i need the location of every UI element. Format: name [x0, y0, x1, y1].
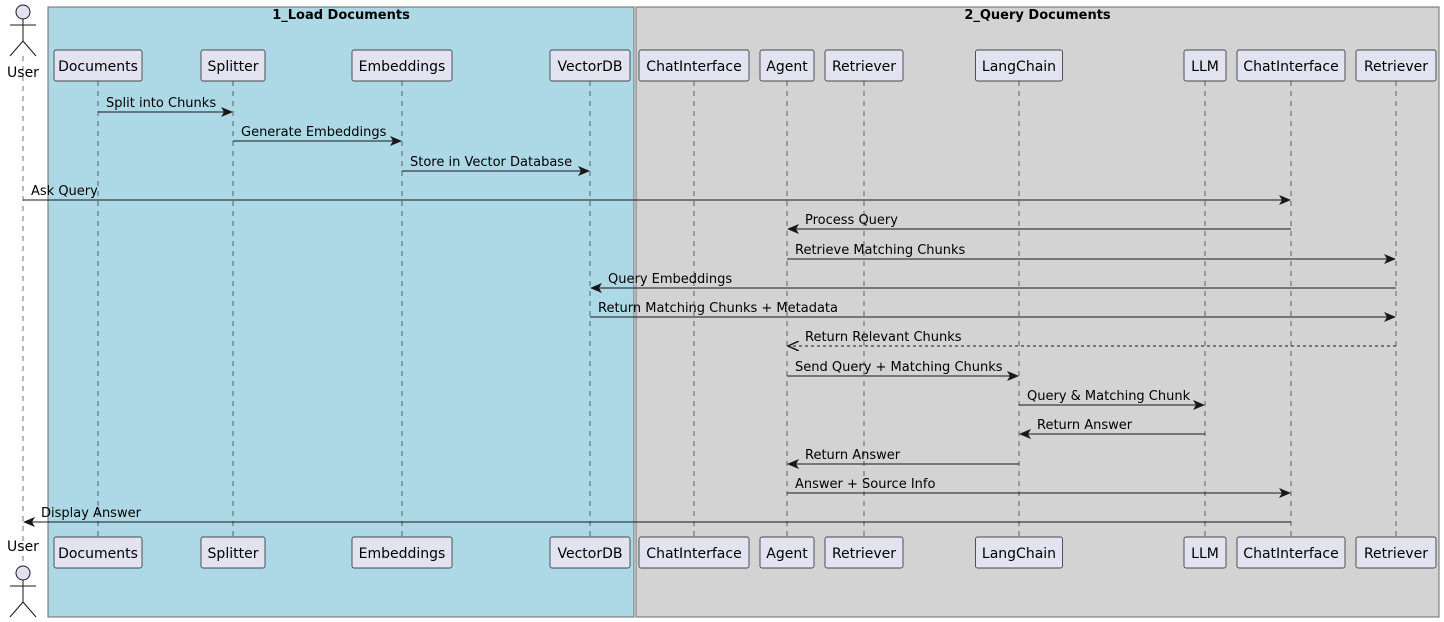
participant-chatinterface2-bottom [1236, 536, 1346, 569]
box-load [47, 6, 635, 618]
participant-label-langchain-bottom: LangChain [982, 546, 1056, 562]
message-label: Display Answer [41, 506, 142, 521]
participant-llm-bottom [1183, 536, 1227, 569]
participant-embeddings-top [351, 49, 453, 82]
message-label: Return Relevant Chunks [805, 330, 962, 345]
participant-label-documents-top: Documents [58, 59, 138, 75]
participant-retriever2-bottom [1355, 536, 1437, 569]
participant-label-chatinterface1-top: ChatInterface [646, 59, 741, 75]
participant-label-embeddings-bottom: Embeddings [359, 546, 446, 562]
participant-label-retriever1-top: Retriever [832, 59, 896, 75]
participant-label-retriever2-top: Retriever [1364, 59, 1428, 75]
message-label: Store in Vector Database [410, 155, 572, 170]
participant-label-splitter-top: Splitter [208, 59, 259, 75]
message-label: Query & Matching Chunk [1027, 389, 1191, 404]
participant-label-langchain-top: LangChain [982, 59, 1056, 75]
participant-langchain-top [975, 49, 1063, 82]
participant-label-agent-top: Agent [766, 59, 808, 75]
participant-vectordb-top [549, 49, 631, 82]
message-label: Generate Embeddings [241, 125, 387, 140]
participant-label-vectordb-top: VectorDB [558, 59, 623, 75]
participant-splitter-bottom [200, 536, 266, 569]
actor-user-figure-top [9, 4, 37, 57]
participant-label-llm-bottom: LLM [1191, 546, 1219, 562]
participant-agent-top [759, 49, 815, 82]
participant-documents-top [53, 49, 143, 82]
participant-label-chatinterface2-bottom: ChatInterface [1243, 546, 1338, 562]
participant-label-chatinterface1-bottom: ChatInterface [646, 546, 741, 562]
message-label: Return Matching Chunks + Metadata [598, 301, 838, 316]
participant-label-vectordb-bottom: VectorDB [558, 546, 623, 562]
participant-label-documents-bottom: Documents [58, 546, 138, 562]
participant-label-llm-top: LLM [1191, 59, 1219, 75]
message-label: Retrieve Matching Chunks [795, 243, 966, 258]
participant-langchain-bottom [975, 536, 1063, 569]
box-title-load: 1_Load Documents [272, 8, 410, 23]
participant-llm-top [1183, 49, 1227, 82]
participant-label-embeddings-top: Embeddings [359, 59, 446, 75]
participant-agent-bottom [759, 536, 815, 569]
message-label: Split into Chunks [106, 96, 216, 111]
message-label: Process Query [805, 213, 898, 228]
message-label: Query Embeddings [608, 272, 732, 287]
box-query [635, 6, 1440, 618]
participant-retriever1-top [824, 49, 904, 82]
participant-chatinterface2-top [1236, 49, 1346, 82]
participant-label-retriever1-bottom: Retriever [832, 546, 896, 562]
participant-vectordb-bottom [549, 536, 631, 569]
participant-chatinterface1-bottom [638, 536, 750, 569]
participant-label-chatinterface2-top: ChatInterface [1243, 59, 1338, 75]
participant-label-agent-bottom: Agent [766, 546, 808, 562]
message-label: Send Query + Matching Chunks [795, 360, 1003, 375]
participant-chatinterface1-top [638, 49, 750, 82]
participant-splitter-top [200, 49, 266, 82]
message-label: Answer + Source Info [795, 477, 935, 492]
participant-embeddings-bottom [351, 536, 453, 569]
box-title-query: 2_Query Documents [964, 8, 1111, 23]
message-label: Return Answer [805, 448, 901, 463]
participant-documents-bottom [53, 536, 143, 569]
participant-retriever1-bottom [824, 536, 904, 569]
message-label: Ask Query [31, 184, 98, 199]
message-label: Return Answer [1037, 418, 1133, 433]
participant-label-splitter-bottom: Splitter [208, 546, 259, 562]
participant-label-retriever2-bottom: Retriever [1364, 546, 1428, 562]
actor-user-figure-bottom [9, 565, 37, 618]
actor-user-label-bottom: User [7, 539, 39, 555]
participant-retriever2-top [1355, 49, 1437, 82]
actor-user-label-top: User [7, 65, 39, 81]
